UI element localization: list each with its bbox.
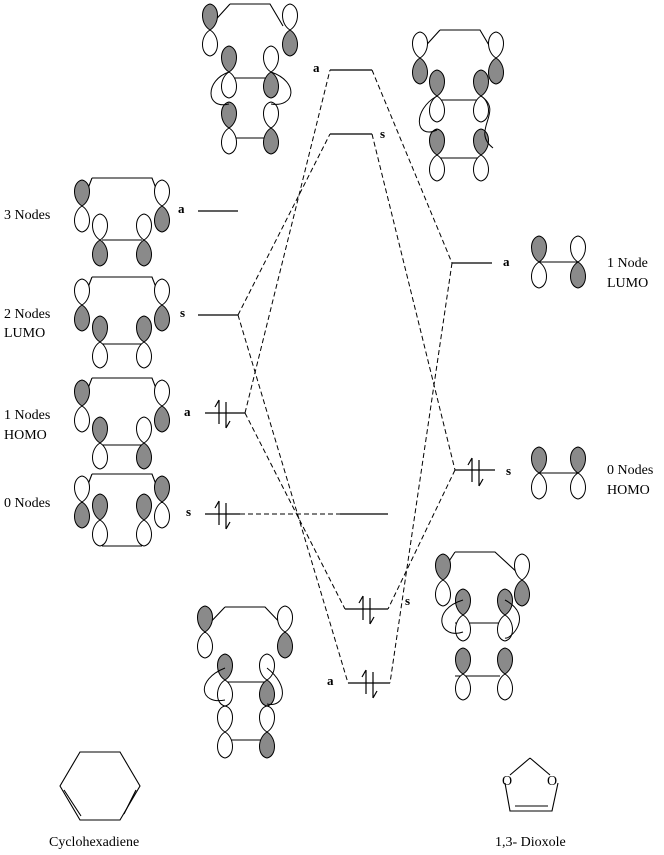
center-symmetry-4: a xyxy=(327,673,334,688)
product-orbital-top-a xyxy=(202,3,298,155)
left-electron-pair-4 xyxy=(214,500,231,530)
cyclohexadiene-orbital-1-node xyxy=(74,377,170,470)
product-orbital-bottom-a xyxy=(197,605,293,759)
dioxole-label: 1,3- Dioxole xyxy=(495,835,566,850)
right-electron-pair-2 xyxy=(467,457,484,487)
dioxole-orbital-1-node xyxy=(531,235,586,289)
left-symmetry-1: a xyxy=(178,201,185,216)
cyclohexadiene-structure xyxy=(59,751,141,821)
left-symmetry-3: a xyxy=(184,404,191,419)
right-orbital-2-role: HOMO xyxy=(607,483,650,498)
left-orbital-2-role: LUMO xyxy=(4,326,45,341)
dioxole-oxygen-right: O xyxy=(547,774,557,789)
center-electron-pair-3 xyxy=(358,595,375,625)
left-orbital-3-role: HOMO xyxy=(4,428,47,443)
left-electron-pair-3 xyxy=(214,399,231,429)
cyclohexadiene-label: Cyclohexadiene xyxy=(49,835,139,850)
left-orbital-4-nodes: 0 Nodes xyxy=(4,496,50,511)
right-orbital-2-nodes: 0 Nodes xyxy=(607,463,653,478)
dioxole-oxygen-left: O xyxy=(502,774,512,789)
dioxole-structure xyxy=(504,757,559,812)
left-symmetry-4: s xyxy=(186,504,191,519)
product-orbital-bottom-s xyxy=(435,551,530,701)
center-symmetry-2: s xyxy=(380,126,385,141)
right-symmetry-2: s xyxy=(506,463,511,478)
left-orbital-1-nodes: 3 Nodes xyxy=(4,208,50,223)
cyclohexadiene-orbital-0-nodes xyxy=(74,473,170,547)
dioxole-orbital-0-nodes xyxy=(531,446,586,500)
right-orbital-1-role: LUMO xyxy=(607,276,648,291)
center-symmetry-3: s xyxy=(405,593,410,608)
cyclohexadiene-orbital-3-nodes xyxy=(74,177,170,267)
left-symmetry-2: s xyxy=(180,305,185,320)
correlation-lines xyxy=(237,69,456,684)
cyclohexadiene-orbital-2-nodes xyxy=(74,276,170,369)
center-electron-pair-4 xyxy=(361,669,378,699)
right-symmetry-1: a xyxy=(503,254,510,269)
left-orbital-3-nodes: 1 Nodes xyxy=(4,408,50,423)
right-orbital-1-nodes: 1 Node xyxy=(607,256,648,271)
center-symmetry-1: a xyxy=(313,60,320,75)
left-orbital-2-nodes: 2 Nodes xyxy=(4,307,50,322)
product-orbital-top-s xyxy=(412,29,504,182)
